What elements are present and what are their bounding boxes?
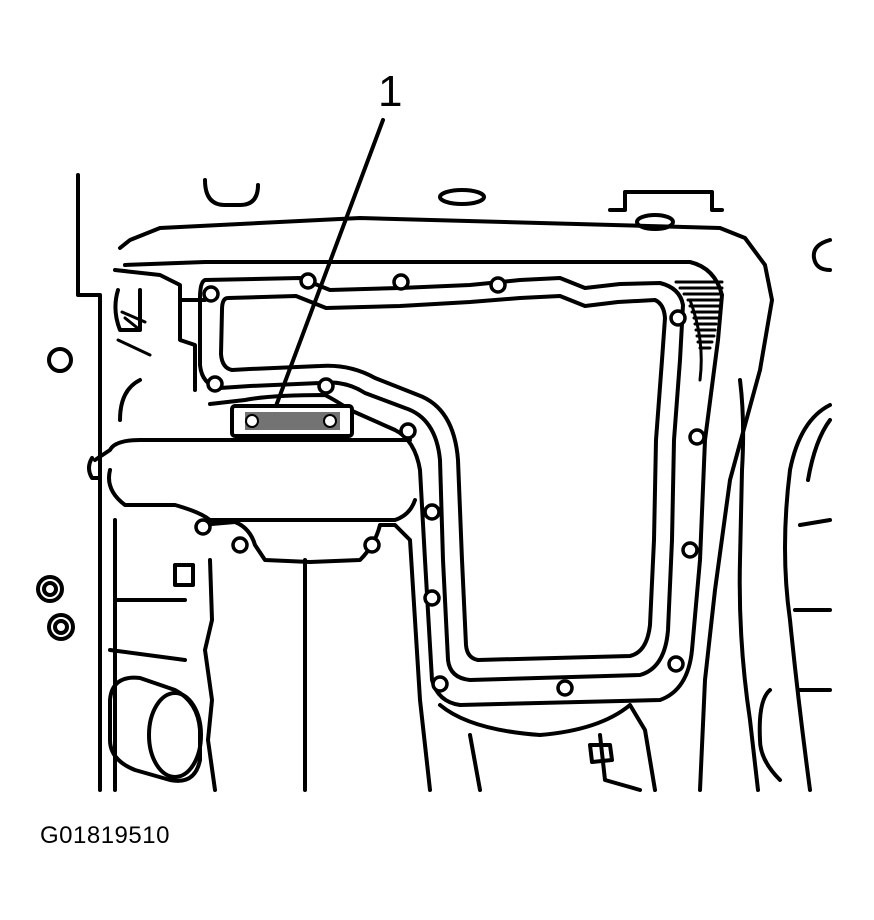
bolt-12	[423, 503, 441, 521]
left-tube	[93, 438, 417, 522]
bolt-11	[423, 589, 441, 607]
pan-gasket-outer	[198, 276, 685, 682]
bolt-18	[363, 536, 381, 554]
drain-plug	[588, 743, 614, 764]
top-oval-port	[438, 188, 486, 206]
washer-2	[36, 575, 64, 603]
bolt-16	[194, 518, 212, 536]
engine-block-outline	[76, 173, 774, 792]
callout-leader-line	[274, 118, 385, 408]
item-1-component	[230, 404, 354, 438]
pan-corner-hatching	[674, 280, 724, 350]
left-mount	[113, 268, 207, 422]
bolt-1	[202, 285, 220, 303]
washer-3	[47, 613, 75, 641]
flange-bolts	[202, 272, 706, 697]
bolt-8	[667, 655, 685, 673]
transmission-outline	[757, 403, 832, 792]
pan-flange-outer	[123, 260, 724, 707]
small-bracket	[173, 563, 195, 587]
bolt-9	[556, 679, 574, 697]
bolt-15	[206, 375, 224, 393]
bolt-2	[299, 272, 317, 290]
pan-gasket-inner	[219, 294, 667, 662]
bolt-17	[231, 536, 249, 554]
washer-1	[47, 347, 73, 373]
left-wall-detail	[108, 518, 187, 792]
bolt-14	[317, 377, 335, 395]
top-bracket	[203, 178, 260, 207]
callout-number: 1	[378, 67, 403, 116]
right-edge-arc	[811, 238, 832, 272]
bolt-3	[392, 273, 410, 291]
left-tube-nub	[87, 456, 102, 480]
bolt-7	[681, 541, 699, 559]
transmission-edge	[737, 378, 760, 792]
left-mount-detail	[116, 310, 152, 357]
bolt-4	[489, 276, 507, 294]
bolt-10	[431, 675, 449, 693]
bolt-13	[399, 422, 417, 440]
figure-id: G01819510	[40, 822, 170, 849]
bolt-6	[688, 428, 706, 446]
lower-left-cutout	[198, 520, 432, 792]
bolt-5	[669, 309, 687, 327]
top-right-bracket	[608, 190, 724, 212]
top-right-oval	[635, 213, 675, 231]
pan-sump-lobe	[438, 703, 657, 792]
oil-filter	[108, 675, 203, 783]
